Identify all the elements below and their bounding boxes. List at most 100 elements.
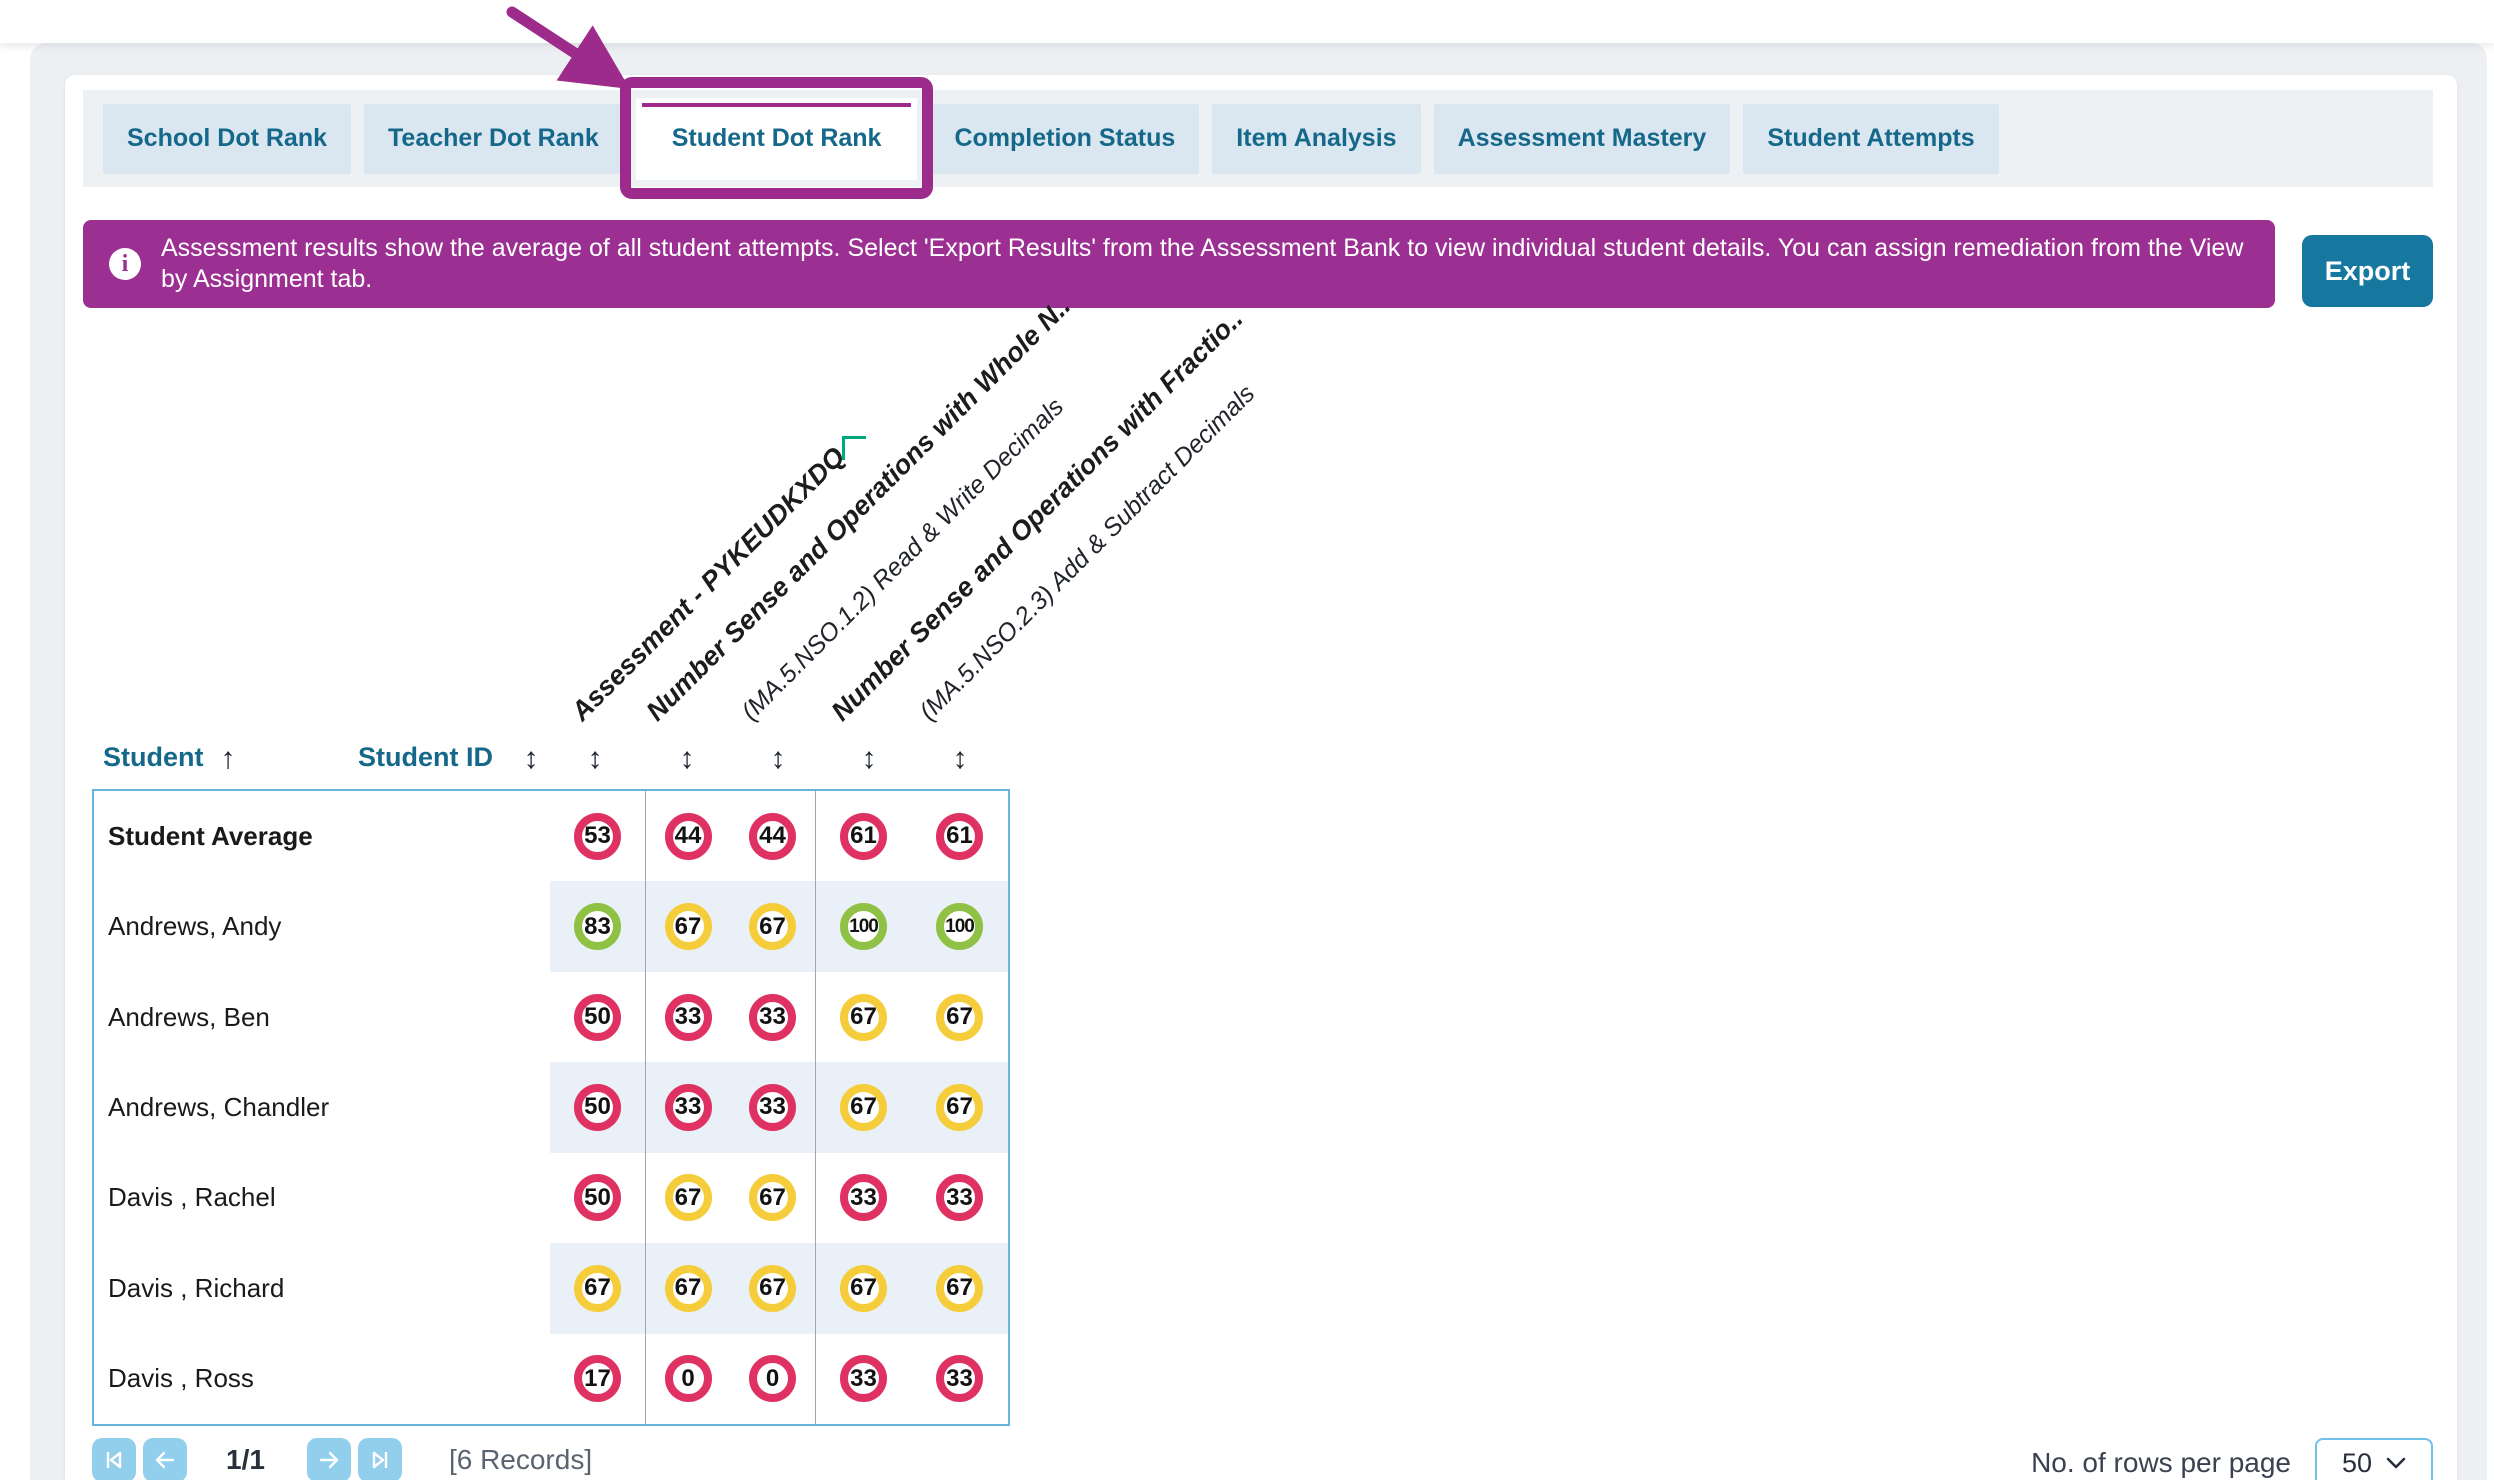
tab-student-dot-rank-label: Student Dot Rank	[671, 124, 882, 152]
tab-school-dot-rank[interactable]: School Dot Rank	[103, 103, 352, 174]
score-cell: 33	[911, 1153, 1008, 1243]
score-cell: 0	[730, 1334, 815, 1424]
score-dot: 67	[840, 1083, 887, 1131]
tab-student-attempts[interactable]: Student Attempts	[1743, 103, 1999, 174]
score-dot: 83	[574, 903, 621, 951]
score-cell: 0	[645, 1333, 730, 1424]
sort-asc-icon[interactable]: ↑	[220, 742, 236, 775]
score-dot: 61	[936, 812, 983, 860]
score-dot: 67	[664, 903, 712, 951]
tab-item-analysis[interactable]: Item Analysis	[1212, 103, 1421, 174]
score-cell: 67	[730, 881, 815, 971]
score-cell: 100	[815, 881, 911, 972]
score-cell: 53	[550, 791, 645, 881]
student-id-cell	[350, 791, 550, 881]
score-dot: 33	[840, 1174, 887, 1222]
tab-completion-status[interactable]: Completion Status	[930, 103, 1200, 174]
previous-page-button[interactable]	[143, 1438, 187, 1480]
score-dot: 33	[664, 1083, 712, 1131]
corner-bracket-icon	[842, 436, 866, 460]
score-cell: 33	[645, 1062, 730, 1153]
score-cell: 67	[730, 1153, 815, 1243]
score-dot: 50	[574, 1083, 621, 1131]
score-dot: 33	[936, 1355, 983, 1403]
score-dot: 33	[749, 993, 796, 1041]
score-cell: 44	[645, 791, 730, 882]
score-cell: 50	[550, 1153, 645, 1243]
score-dot: 33	[936, 1174, 983, 1222]
table-row: Andrews, Andy 83 67 67 100 100	[94, 881, 1008, 972]
next-page-button[interactable]	[306, 1438, 351, 1480]
student-column-header[interactable]: Student	[103, 742, 204, 772]
score-dot: 100	[936, 903, 983, 951]
score-cell: 83	[550, 881, 645, 971]
score-cell: 67	[815, 1243, 911, 1334]
table-row: Davis , Rachel 50 67 67 33 33	[94, 1152, 1008, 1244]
student-name: Andrews, Ben	[108, 1001, 270, 1032]
score-dot: 100	[840, 903, 887, 951]
student-id-cell	[350, 1153, 550, 1243]
score-cell: 33	[730, 972, 815, 1062]
table-header-row: Student ↑ Student ID ↕ ↕ ↕ ↕ ↕ ↕	[0, 742, 2494, 782]
sort-icon-col-4[interactable]: ↕	[861, 742, 877, 775]
score-dots: 50 33 33 67 67	[550, 1062, 1008, 1153]
tab-student-dot-rank[interactable]: Student Dot Rank	[619, 76, 934, 199]
tab-assessment-mastery[interactable]: Assessment Mastery	[1433, 103, 1731, 174]
score-cell: 67	[815, 1062, 911, 1153]
score-dot: 33	[664, 993, 712, 1041]
first-page-button[interactable]	[92, 1438, 136, 1480]
sort-icon-student-id[interactable]: ↕	[523, 742, 539, 775]
student-name: Davis , Rachel	[108, 1182, 276, 1213]
report-tabs: School Dot Rank Teacher Dot Rank Student…	[83, 76, 2433, 199]
student-id-column-header[interactable]: Student ID	[358, 742, 493, 772]
score-dot: 50	[574, 993, 621, 1041]
score-dot: 17	[574, 1355, 621, 1403]
student-id-cell	[350, 881, 550, 971]
score-cell: 67	[645, 1152, 730, 1244]
score-cell: 67	[550, 1243, 645, 1333]
score-dot: 0	[749, 1355, 796, 1403]
score-dot: 50	[574, 1174, 621, 1222]
rows-per-page-controls: No. of rows per page 50	[2031, 1438, 2433, 1480]
sort-icon-assessment[interactable]: ↕	[587, 742, 603, 775]
student-id-cell	[350, 1243, 550, 1333]
score-cell: 44	[730, 791, 815, 881]
sort-icon-col-5[interactable]: ↕	[952, 742, 968, 775]
sort-icon-col-3[interactable]: ↕	[770, 742, 786, 775]
score-dot: 33	[840, 1355, 887, 1403]
score-dot: 44	[664, 812, 712, 860]
score-dot: 67	[664, 1264, 712, 1312]
export-button[interactable]: Export	[2302, 235, 2433, 307]
last-page-button[interactable]	[357, 1438, 402, 1480]
score-cell: 67	[645, 1243, 730, 1334]
student-id-cell	[350, 1062, 550, 1152]
score-dot: 67	[664, 1174, 712, 1222]
score-dot: 67	[936, 1264, 983, 1312]
score-cell: 67	[911, 1062, 1008, 1152]
score-cell: 67	[645, 881, 730, 972]
last-page-icon	[372, 1451, 388, 1469]
student-name: Andrews, Andy	[108, 911, 282, 942]
score-dots: 53 44 44 61 61	[550, 791, 1008, 882]
score-dot: 44	[749, 812, 796, 860]
student-id-cell	[350, 1334, 550, 1424]
tab-teacher-dot-rank[interactable]: Teacher Dot Rank	[364, 103, 623, 174]
score-cell: 67	[911, 1243, 1008, 1333]
first-page-icon	[106, 1451, 122, 1469]
score-dot: 67	[840, 1264, 887, 1312]
student-id-cell	[350, 972, 550, 1062]
annotation-arrow-icon	[506, 6, 630, 90]
score-cell: 33	[645, 971, 730, 1063]
score-dot: 33	[749, 1083, 796, 1131]
score-dot: 61	[840, 812, 887, 860]
score-cell: 50	[550, 1062, 645, 1152]
sort-icon-col-2[interactable]: ↕	[679, 742, 695, 775]
rows-per-page-select[interactable]: 50	[2315, 1438, 2433, 1480]
